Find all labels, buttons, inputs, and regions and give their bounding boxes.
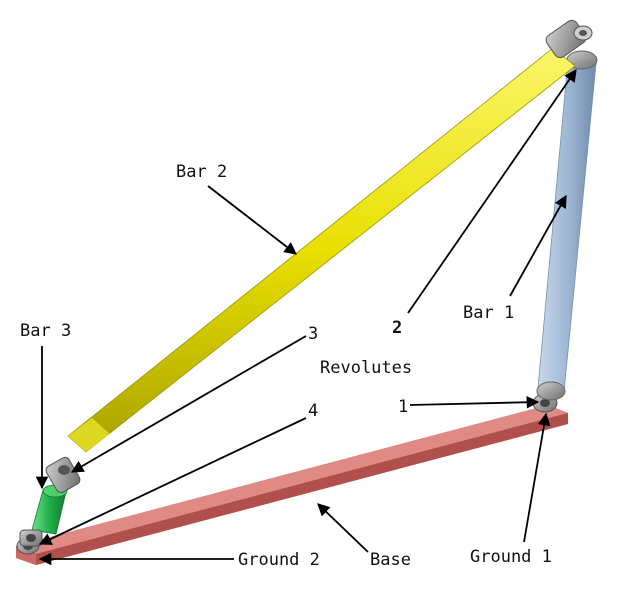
bar1-link bbox=[536, 50, 598, 401]
label-4: 4 bbox=[308, 401, 318, 421]
label-1: 1 bbox=[398, 397, 408, 417]
label-ground1: Ground 1 bbox=[470, 547, 552, 567]
arrow-ground1 bbox=[523, 412, 551, 543]
base-bar bbox=[16, 405, 568, 565]
label-base: Base bbox=[370, 550, 411, 570]
label-2: 2 bbox=[392, 318, 402, 338]
arrow-bar1 bbox=[509, 194, 567, 297]
label-ground2: Ground 2 bbox=[238, 550, 320, 570]
arrow-4 bbox=[38, 417, 307, 545]
label-bar1: Bar 1 bbox=[463, 303, 514, 323]
revolute-4-joint bbox=[19, 529, 43, 547]
arrow-3 bbox=[70, 335, 307, 473]
label-3: 3 bbox=[308, 324, 318, 344]
label-bar2: Bar 2 bbox=[176, 162, 227, 182]
arrow-1 bbox=[409, 395, 540, 409]
bar2-link bbox=[67, 47, 576, 453]
arrow-base bbox=[317, 503, 369, 553]
revolute-2-joint bbox=[545, 19, 593, 59]
label-bar3: Bar 3 bbox=[20, 321, 71, 341]
arrow-2 bbox=[407, 68, 577, 314]
arrow-bar2 bbox=[207, 185, 297, 255]
label-revolutes: Revolutes bbox=[320, 358, 412, 378]
